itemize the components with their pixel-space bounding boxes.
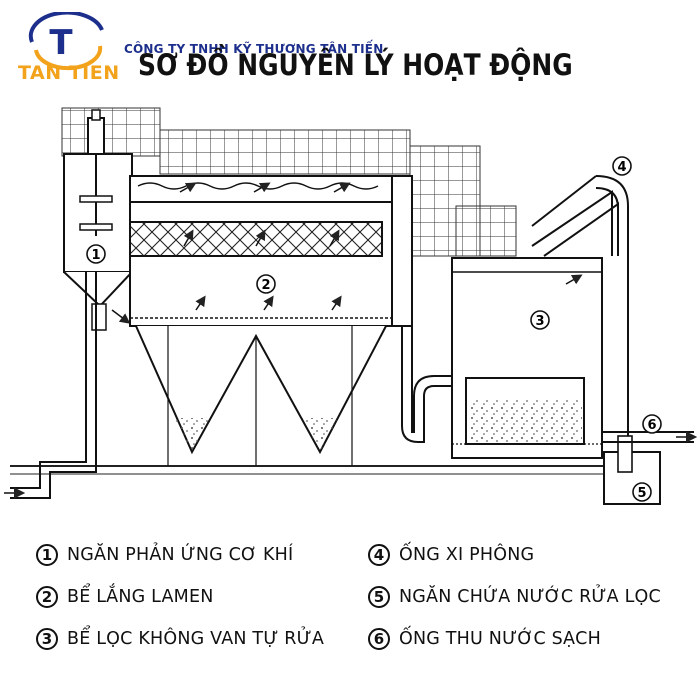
marker-3: 3 bbox=[530, 310, 550, 330]
legend-item-2: 2 BỂ LẮNG LAMEN bbox=[36, 582, 214, 612]
marker-4: 4 bbox=[612, 156, 632, 176]
legend-item-6: 6 ỐNG THU NƯỚC SẠCH bbox=[368, 624, 601, 654]
svg-text:4: 4 bbox=[617, 160, 626, 175]
mixer-blade-upper bbox=[79, 195, 113, 203]
legend-label: ỐNG XI PHÔNG bbox=[399, 545, 535, 565]
marker-1: 1 bbox=[86, 244, 106, 264]
legend-number: 5 bbox=[368, 586, 390, 608]
company-name: CÔNG TY TNHH KỸ THƯƠNG TÂN TIẾN bbox=[124, 42, 384, 56]
legend-number: 1 bbox=[36, 544, 58, 566]
clean-water-outlet bbox=[602, 431, 698, 443]
reaction-chamber bbox=[63, 109, 133, 331]
inlet-pipe bbox=[4, 272, 97, 499]
mixer-motor bbox=[87, 117, 105, 155]
logo-arc-bottom bbox=[34, 45, 103, 71]
legend-number: 6 bbox=[368, 628, 390, 650]
svg-text:5: 5 bbox=[637, 486, 646, 501]
svg-text:6: 6 bbox=[647, 418, 656, 433]
legend-number: 2 bbox=[36, 586, 58, 608]
lamella-plates bbox=[129, 221, 383, 257]
valveless-filter bbox=[451, 257, 603, 459]
page-title: SƠ ĐỒ NGUYÊN LÝ HOẠT ĐỘNG bbox=[138, 48, 573, 82]
svg-text:3: 3 bbox=[535, 314, 544, 329]
sludge-hoppers bbox=[135, 325, 387, 455]
mixer-blade-lower bbox=[79, 223, 113, 231]
legend-label: NGĂN PHẢN ỨNG CƠ KHÍ bbox=[67, 545, 294, 565]
brand-name: TAN TIEN bbox=[18, 62, 120, 84]
siphon-pipe bbox=[531, 175, 629, 468]
logo-arc-top bbox=[28, 12, 104, 43]
building-walls bbox=[61, 107, 517, 257]
legend-number: 3 bbox=[36, 628, 58, 650]
svg-text:1: 1 bbox=[91, 248, 100, 263]
water-surface bbox=[137, 182, 379, 190]
marker-6: 6 bbox=[642, 414, 662, 434]
legend-item-5: 5 NGĂN CHỨA NƯỚC RỬA LỌC bbox=[368, 582, 661, 612]
transfer-pipe bbox=[401, 326, 470, 443]
legend-label: BỂ LẮNG LAMEN bbox=[67, 587, 214, 607]
backwash-chamber bbox=[603, 435, 661, 505]
marker-5: 5 bbox=[632, 482, 652, 502]
lamella-settler bbox=[129, 175, 413, 466]
legend-number: 4 bbox=[368, 544, 390, 566]
legend-item-1: 1 NGĂN PHẢN ỨNG CƠ KHÍ bbox=[36, 540, 293, 570]
legend-label: NGĂN CHỨA NƯỚC RỬA LỌC bbox=[399, 587, 661, 607]
process-diagram: 1 2 3 4 5 6 bbox=[4, 107, 698, 505]
legend: 1 NGĂN PHẢN ỨNG CƠ KHÍ 2 BỂ LẮNG LAMEN 3… bbox=[0, 530, 700, 690]
legend-label: ỐNG THU NƯỚC SẠCH bbox=[399, 629, 601, 649]
logo-letter: T bbox=[49, 23, 73, 63]
tan-tien-logo: T bbox=[28, 12, 104, 71]
legend-item-4: 4 ỐNG XI PHÔNG bbox=[368, 540, 534, 570]
marker-2: 2 bbox=[256, 274, 276, 294]
legend-item-3: 3 BỂ LỌC KHÔNG VAN TỰ RỬA bbox=[36, 624, 324, 654]
filter-media bbox=[468, 400, 582, 442]
svg-text:2: 2 bbox=[261, 278, 270, 293]
legend-label: BỂ LỌC KHÔNG VAN TỰ RỬA bbox=[67, 629, 325, 649]
